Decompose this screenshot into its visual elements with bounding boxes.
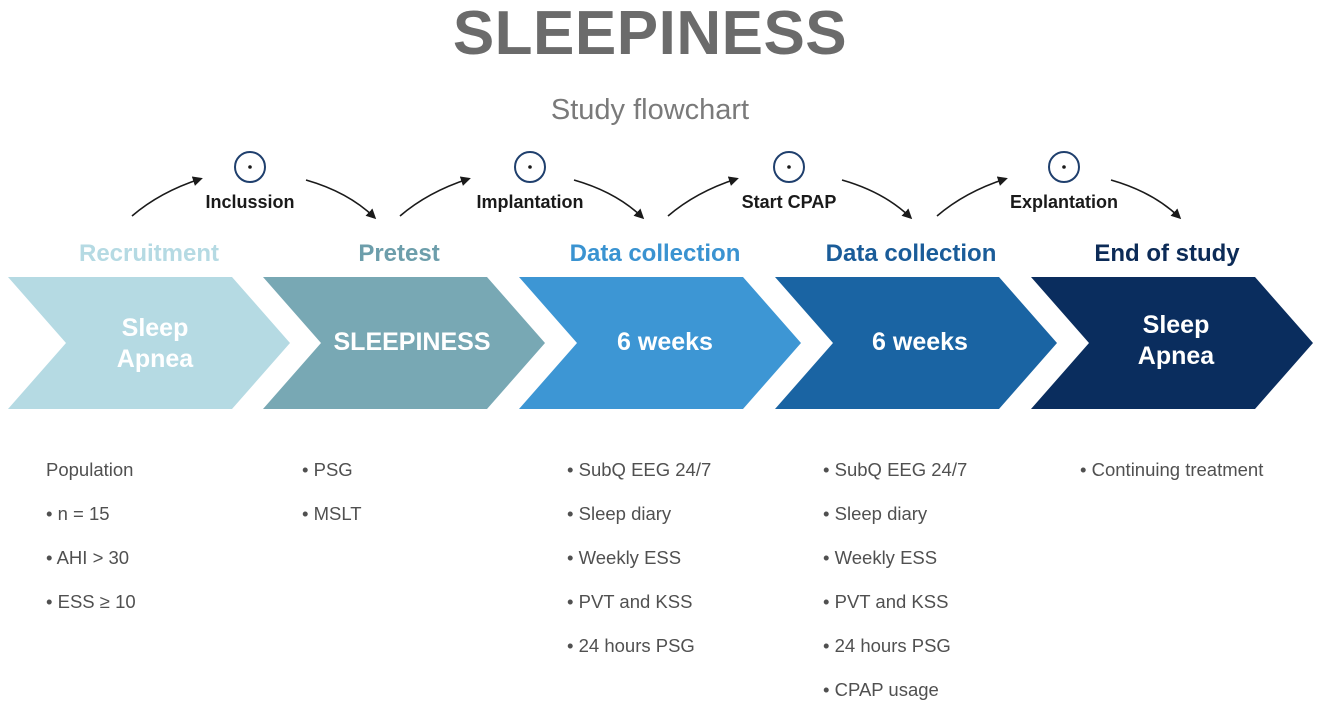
clock-icon (773, 151, 805, 183)
list-item: • PVT and KSS (823, 591, 949, 612)
phase-title-recruitment: Recruitment (78, 240, 220, 267)
chevron-recruitment (8, 277, 290, 409)
arrow-down-inclussion (305, 179, 377, 220)
chevron-end-of-study (1031, 277, 1313, 409)
chevron-text-pretest: SLEEPINESS (312, 327, 512, 358)
clock-icon (234, 151, 266, 183)
list-item: • SubQ EEG 24/7 (823, 459, 968, 480)
arrow-down-implantation (573, 179, 645, 220)
chevron-pretest (263, 277, 545, 409)
page-title: SLEEPINESS (452, 0, 848, 68)
chevron-text-line: 6 weeks (872, 328, 968, 356)
clock-icon (1048, 151, 1080, 183)
list-item: • ESS ≥ 10 (46, 591, 136, 612)
list-item: • Sleep diary (567, 503, 672, 524)
chevron-data-collection-1 (519, 277, 801, 409)
arrow-down-start-cpap (841, 179, 913, 220)
list-item: Population (46, 459, 134, 480)
transition-label-start-cpap: Start CPAP (741, 192, 837, 212)
transition-arrows (131, 176, 1182, 220)
detail-list-end-of-study: • Continuing treatment (1080, 458, 1263, 502)
transition-label-inclussion: Inclussion (205, 192, 295, 212)
clock-icon (514, 151, 546, 183)
arrow-up-start-cpap (667, 176, 739, 217)
chevron-data-collection-2 (775, 277, 1057, 409)
arrow-up-inclussion (131, 176, 203, 217)
list-item: • SubQ EEG 24/7 (567, 459, 712, 480)
list-item: • PVT and KSS (567, 591, 693, 612)
chevron-text-data-collection-2: 6 weeks (820, 327, 1020, 358)
list-item: • 24 hours PSG (567, 635, 695, 656)
list-item: • MSLT (302, 503, 362, 524)
arrow-up-implantation (399, 176, 471, 217)
phase-title-pretest: Pretest (358, 240, 440, 267)
list-item: • Continuing treatment (1080, 459, 1264, 480)
phase-title-end-of-study: End of study (1094, 240, 1240, 267)
chevron-text-recruitment: Sleep Apnea (55, 313, 255, 375)
list-item: • CPAP usage (823, 679, 939, 700)
list-item: • Weekly ESS (823, 547, 938, 568)
phase-title-data-collection-2: Data collection (825, 240, 997, 267)
transition-label-implantation: Implantation (476, 192, 584, 212)
detail-list-data-collection-2: • SubQ EEG 24/7 • Sleep diary • Weekly E… (823, 458, 967, 722)
transition-label-explantation: Explantation (1009, 192, 1118, 212)
list-item: • AHI > 30 (46, 547, 130, 568)
chevron-text-line: Apnea (116, 345, 194, 373)
phase-title-data-collection-1: Data collection (569, 240, 741, 267)
chevron-text-line: SLEEPINESS (333, 328, 491, 356)
chevron-text-data-collection-1: 6 weeks (565, 327, 765, 358)
chevron-text-line: Apnea (1137, 342, 1215, 370)
list-item: • PSG (302, 459, 353, 480)
arrow-up-explantation (936, 176, 1008, 217)
chevron-text-line: 6 weeks (617, 328, 713, 356)
detail-list-data-collection-1: • SubQ EEG 24/7 • Sleep diary • Weekly E… (567, 458, 711, 678)
list-item: • Weekly ESS (567, 547, 682, 568)
chevron-text-line: Sleep (1142, 311, 1210, 339)
page-subtitle: Study flowchart (550, 94, 750, 126)
list-item: • 24 hours PSG (823, 635, 951, 656)
chevron-text-end-of-study: Sleep Apnea (1076, 310, 1276, 372)
arrow-down-explantation (1110, 179, 1182, 220)
list-item: • n = 15 (46, 503, 110, 524)
chevron-text-line: Sleep (121, 314, 189, 342)
detail-list-recruitment: Population • n = 15 • AHI > 30 • ESS ≥ 1… (46, 458, 136, 634)
flowchart-graphic (8, 151, 1313, 409)
detail-list-pretest: • PSG • MSLT (302, 458, 362, 546)
list-item: • Sleep diary (823, 503, 928, 524)
